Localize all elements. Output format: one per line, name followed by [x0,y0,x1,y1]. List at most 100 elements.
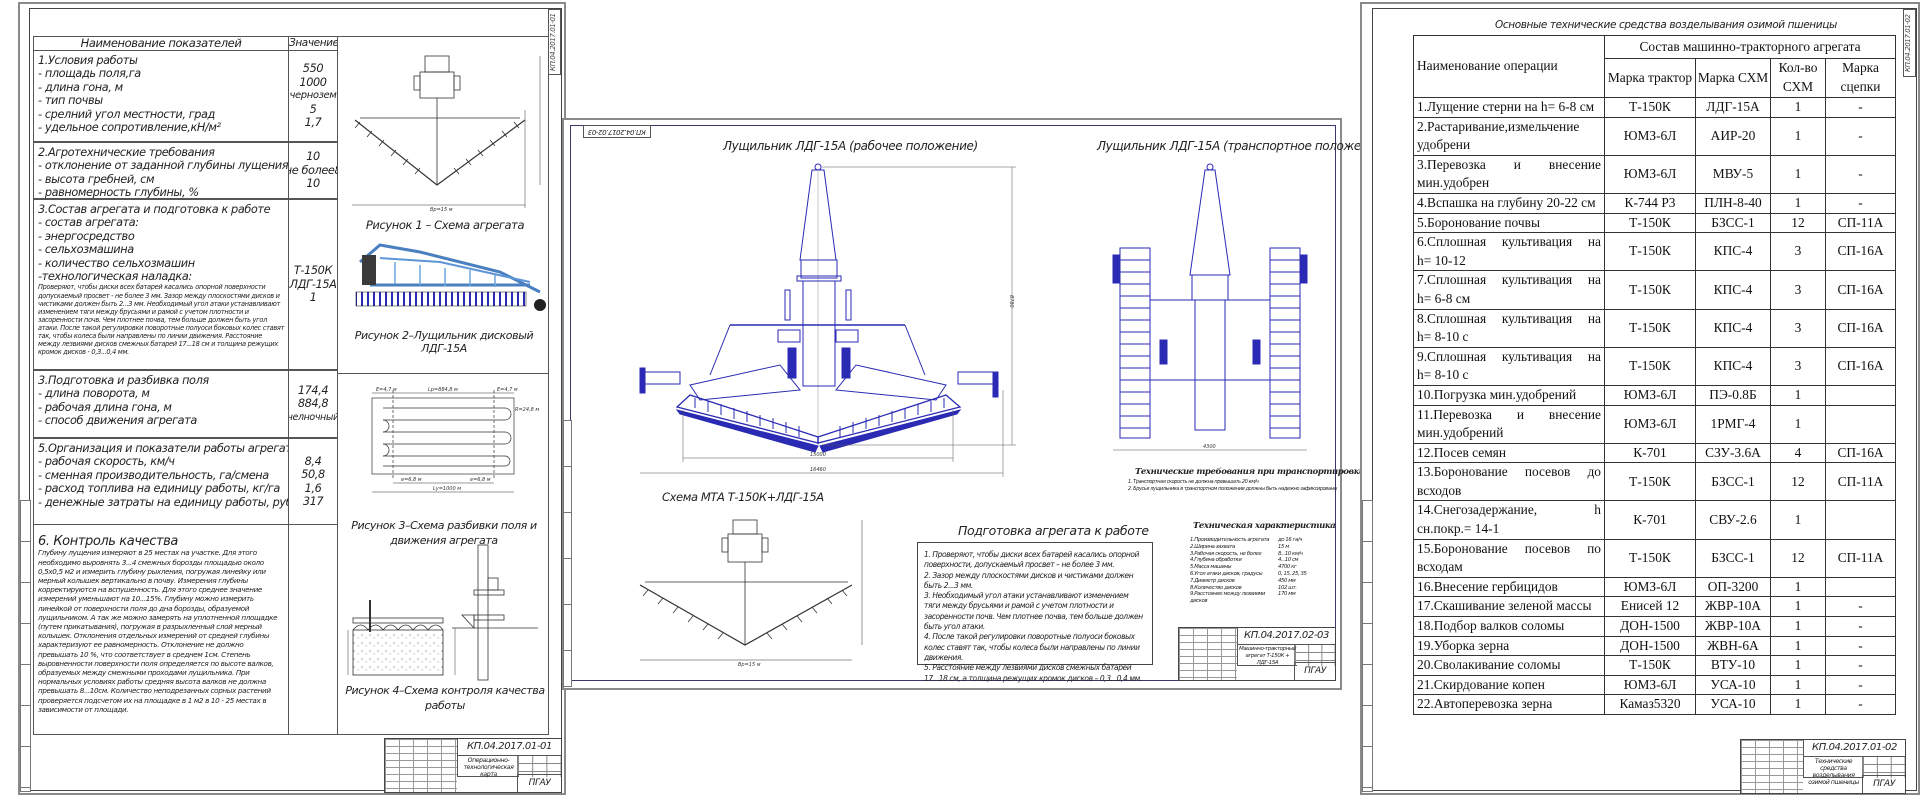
section-value: 5 [309,102,317,116]
section-3-description: 3.Состав агрегата и подготовка к работе-… [33,199,289,370]
section-lines: 2.Агротехнические требования- отклонение… [38,146,289,199]
tech-characteristic-label: 8.Количество дисков [1190,584,1242,591]
section-value: не более8 [289,163,338,177]
section-item: - отклонение от заданной глубины лущения… [38,159,289,173]
section-value: 10 [306,150,320,164]
section-item: - удельное сопротивление,кН/м² [38,121,221,135]
cell-count: 3 [1770,232,1826,272]
figures-column-bottom [337,373,549,735]
cell-count: 1 [1770,154,1826,194]
section-value: 1,7 [304,116,322,130]
field-dim-e-right: E=4,7 м [497,387,518,393]
section-note: Глубину лущения измеряют в 25 местах на … [38,548,278,714]
tech-characteristic-row: 5.Масса машины 4700 кг [1190,564,1325,571]
section-value: челночный [288,411,338,423]
section-item: - рабочая скорость, км/ч [38,455,175,469]
section-item: - количество сельхозмашин [38,256,195,270]
section-item: - энергосредство [38,229,135,243]
section-value: 1000 [299,75,327,89]
mta-scheme-drawing: Bр=15 м [639,519,863,668]
section-title: 3.Подготовка и разбивка поля [38,374,209,387]
transport-width-dimension: 4300 [1203,444,1216,450]
cell-hitch: - [1825,655,1896,676]
cell-tractor: Т-150К [1604,97,1696,118]
title-block-grid [1179,628,1237,680]
section-value: 10 [306,177,320,191]
section-value: 8,4 [304,454,322,468]
section-item: - рабочая длина гона, м [38,400,172,414]
header-operation: Наименование операции [1413,35,1605,98]
cell-hitch: - [1825,154,1896,194]
cell-operation: 20.Сволакивание соломы [1413,655,1605,676]
tech-characteristic-label: 6.Угол атаки дисков, градусы [1190,570,1263,577]
left-side-stamps [20,500,31,792]
preparation-step: 1. Проверяют, чтобы диски всех батарей к… [924,550,1140,570]
field-dim-field-length: Lу=1000 м [433,486,461,492]
section-title: 2.Агротехнические требования [38,146,215,159]
cell-hitch: СП-16А [1825,442,1896,464]
section-value: 550 [302,62,324,76]
cell-machine: КПС-4 [1695,308,1771,348]
preparation-box: 1. Проверяют, чтобы диски всех батарей к… [917,542,1153,683]
cell-count: 1 [1770,116,1826,156]
working-width-dimension: 15000 [810,452,826,458]
cell-machine: КПС-4 [1695,270,1771,310]
cell-tractor: Камаз5320 [1604,694,1696,715]
section-value: 1,6 [304,481,322,495]
cell-operation: 17.Скашивание зеленой массы [1413,596,1605,618]
header-tractor: Марка трактор [1604,58,1696,98]
title-block-name: Технические средства возделывания озимой… [1803,756,1863,786]
transport-requirements-title: Технические требования при транспортиров… [1135,467,1365,477]
section-value: 1 [309,291,317,305]
cell-operation: 6.Сплошная культивация на h= 10-12 [1413,232,1605,272]
cell-hitch: СП-11А [1825,462,1896,502]
tech-characteristic-label: 5.Масса машины [1190,564,1232,571]
cell-hitch: - [1825,116,1896,156]
cell-machine: ПЛН-8-40 [1695,192,1771,214]
cell-machine: МВУ-5 [1695,154,1771,194]
cell-hitch [1825,404,1896,444]
title-block-cells [1862,756,1905,778]
figure-2-disc-harrow-image [355,243,546,311]
figure-4-quality-control [347,544,538,681]
tech-characteristic-value: 4700 кг [1278,564,1297,571]
middle-sheet-frame [570,125,1336,681]
section-item: - равномерность глубины, % [38,186,199,199]
cell-machine: СЗУ-3.6А [1695,442,1771,464]
section-lines: 5.Организация и показатели работы агрега… [38,442,288,509]
section-value: 50,8 [301,468,325,482]
transport-requirement-1: 1. Транспортная скорость не должна превы… [1128,479,1259,485]
section-lines: 3.Состав агрегата и подготовка к работе-… [38,203,285,283]
cell-count: 3 [1770,308,1826,348]
section-title: 1.Условия работы [38,54,138,67]
section-value: Т-150К [293,264,333,278]
tech-characteristic-label: 4.Глубина обработки [1190,557,1242,564]
field-dim-w-right: e=6,8 м [470,477,491,483]
title-block-code: КП.04.2017.01-01 [457,739,561,756]
left-sheet-frame [29,8,562,791]
cell-tractor: Т-150К [1604,308,1696,348]
middle-side-stamps [563,420,572,687]
cell-machine: УСА-10 [1695,674,1771,696]
cell-operation: 4.Вспашка на глубину 20-22 см [1413,192,1605,214]
cell-machine: АИР-20 [1695,116,1771,156]
tech-characteristic-value: 102 шт. [1278,584,1297,591]
